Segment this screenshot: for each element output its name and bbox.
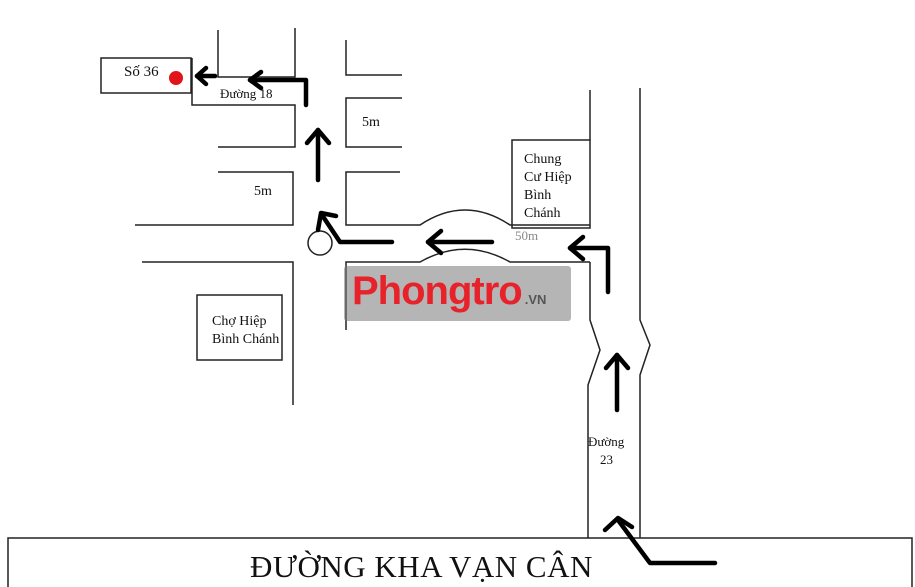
destination-marker: [169, 71, 183, 85]
apartment-line: Cư Hiệp: [524, 170, 572, 185]
apartment-box: [511, 139, 591, 229]
roundabout: [307, 230, 333, 256]
market-line: Bình Chánh: [212, 332, 280, 347]
arrow-icon: [247, 69, 309, 108]
watermark-logo: Phongtro .VN: [344, 266, 571, 321]
arrow-icon: [603, 352, 631, 413]
destination-box: [100, 57, 192, 94]
apartment-label: Chung Cư Hiệp Bình Chánh: [524, 151, 572, 223]
watermark-brand: Phongtro: [352, 269, 523, 313]
distance-label: 50m: [515, 228, 539, 243]
width-upper-label: 5m: [362, 115, 380, 130]
arrow-icon: [567, 234, 611, 295]
arrow-icon: [194, 65, 218, 87]
market-line: Chợ Hiệp: [212, 314, 267, 329]
arrow-icon: [602, 515, 718, 566]
street-23-line: Đường: [588, 434, 625, 449]
apartment-line: Chánh: [524, 206, 561, 221]
main-road-label: ĐƯỜNG KHA VẠN CÂN: [250, 549, 593, 584]
width-left-label: 5m: [254, 184, 272, 199]
arrow-icon: [304, 127, 332, 183]
arrow-icon: [315, 210, 395, 245]
street-23-line: 23: [600, 452, 613, 467]
destination-label: Số 36: [124, 64, 159, 80]
street-18-label: Đường 18: [220, 86, 273, 101]
street-23-label: Đường 23: [588, 433, 624, 469]
apartment-line: Bình: [524, 188, 552, 203]
watermark-suffix: .VN: [524, 292, 547, 307]
market-box: [196, 294, 283, 361]
road-lines: [7, 28, 913, 587]
apartment-line: Chung: [524, 152, 562, 167]
market-label: Chợ Hiệp Bình Chánh: [212, 313, 279, 349]
main-road-box: [7, 537, 913, 587]
arrow-icon: [425, 228, 495, 256]
